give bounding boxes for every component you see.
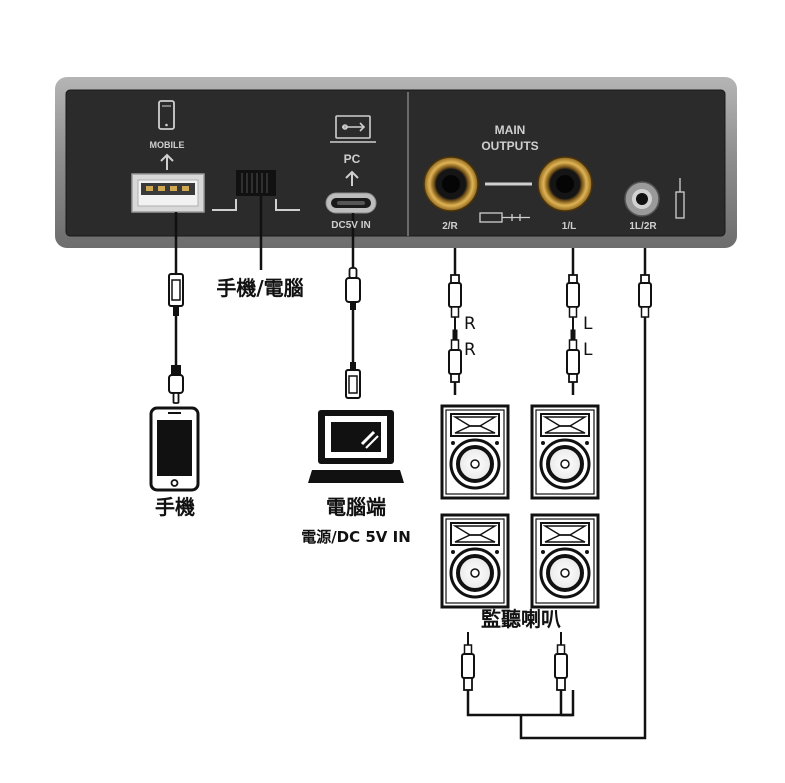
trs-plug-icon <box>479 212 530 223</box>
pc-power-label: 電源/DC 5V IN <box>301 528 411 546</box>
speakers-label: 監聽喇叭 <box>481 607 561 631</box>
mobile-icon <box>158 100 175 130</box>
main-outputs-line2: OUTPUTS <box>481 139 538 153</box>
headphone-label: 1L/2R <box>629 221 657 232</box>
switch-mode-label: 手機/電腦 <box>216 276 303 300</box>
mode-switch[interactable] <box>212 170 300 211</box>
usb-icon <box>330 115 376 143</box>
left-output-cable <box>566 248 580 395</box>
lightning-plug-icon <box>168 365 184 404</box>
phone-icon <box>149 406 200 492</box>
monitor-speakers <box>440 404 600 609</box>
right-channel-label-bottom: R <box>464 340 476 360</box>
arrow-up-icon <box>345 170 359 186</box>
headphone-cable <box>519 248 652 740</box>
laptop-icon <box>308 410 404 483</box>
output-jack-left[interactable] <box>537 156 593 212</box>
mobile-label: MOBILE <box>150 140 185 150</box>
output-jack-right[interactable] <box>423 156 479 212</box>
headphone-plug-icon <box>675 178 685 219</box>
right-output-cable <box>448 248 462 395</box>
speaker-icon <box>440 404 510 500</box>
usb-a-plug-icon <box>345 362 361 399</box>
usb-c-port[interactable] <box>325 192 377 214</box>
usb-c-plug-icon <box>345 267 361 310</box>
pc-port-label: PC <box>344 152 361 166</box>
phone-cable <box>168 212 184 404</box>
pc-cable <box>345 213 361 399</box>
headphone-jack[interactable] <box>624 181 660 217</box>
speaker-icon <box>530 513 600 609</box>
out-left-label: 1/L <box>562 221 576 232</box>
usb-a-plug-icon <box>168 273 184 316</box>
arrow-up-icon <box>160 153 174 170</box>
out-right-label: 2/R <box>442 221 458 232</box>
speaker-icon <box>530 404 600 500</box>
usb-a-port[interactable] <box>131 173 205 213</box>
phone-label: 手機 <box>155 495 195 519</box>
left-channel-label-bottom: L <box>583 340 593 360</box>
pc-device-label: 電腦端 <box>326 495 386 519</box>
speaker-icon <box>440 513 510 609</box>
main-outputs-line1: MAIN <box>495 123 526 137</box>
dc-label: DC5V IN <box>331 220 370 231</box>
speaker-input-cables <box>461 632 575 717</box>
left-channel-label-top: L <box>583 314 593 334</box>
right-channel-label-top: R <box>464 314 476 334</box>
